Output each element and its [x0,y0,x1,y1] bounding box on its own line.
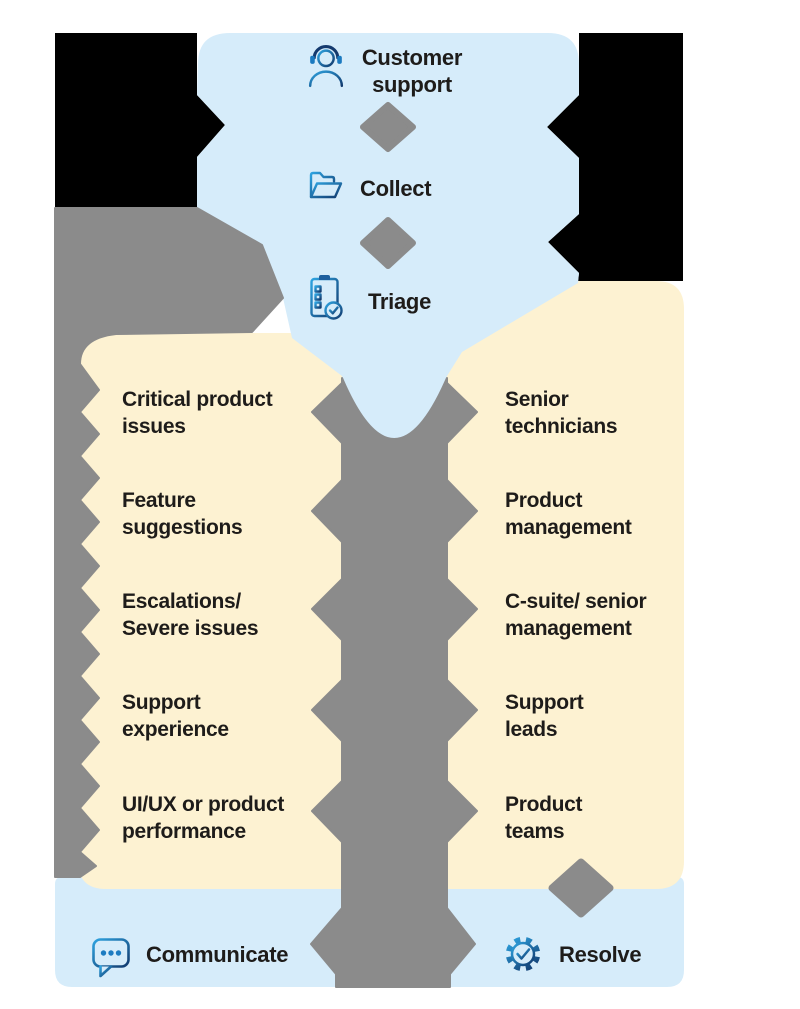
left-return-arrow-shape [54,207,284,878]
step-connector-diamond-2 [360,217,416,269]
step-triage-label: Triage [368,289,432,314]
team-senior-technicians: Senior technicians [505,388,618,438]
open-folder-icon [309,171,343,199]
issue-critical-product-issues: Critical product issues [122,388,273,438]
step-resolve-label: Resolve [559,942,642,967]
speech-bubble-icon [92,938,130,978]
issue-support-experience: Support experience [122,691,229,741]
clipboard-checklist-icon [310,275,343,320]
gear-check-icon [505,936,541,972]
team-product-management: Product management [505,489,632,539]
backdrop-right-shape [547,33,683,281]
center-connector-arrows-shape [310,377,478,988]
resolve-connector-diamond [548,858,614,918]
team-support-leads: Support leads [505,691,584,741]
headset-agent-icon [308,45,344,88]
backdrop-left-shape [55,33,225,208]
step-communicate-label: Communicate [146,942,289,967]
issue-escalations-severe-issues: Escalations/ Severe issues [122,590,259,640]
step-collect-label: Collect [360,176,432,201]
team-csuite-senior-management: C-suite/ senior management [505,590,647,640]
issue-feature-suggestions: Feature suggestions [122,489,243,539]
team-product-teams: Product teams [505,793,583,843]
step-connector-diamond-1 [360,102,416,152]
issue-uiux-product-performance: UI/UX or product performance [122,793,285,843]
step-customer-support-label: Customer support [361,45,463,97]
